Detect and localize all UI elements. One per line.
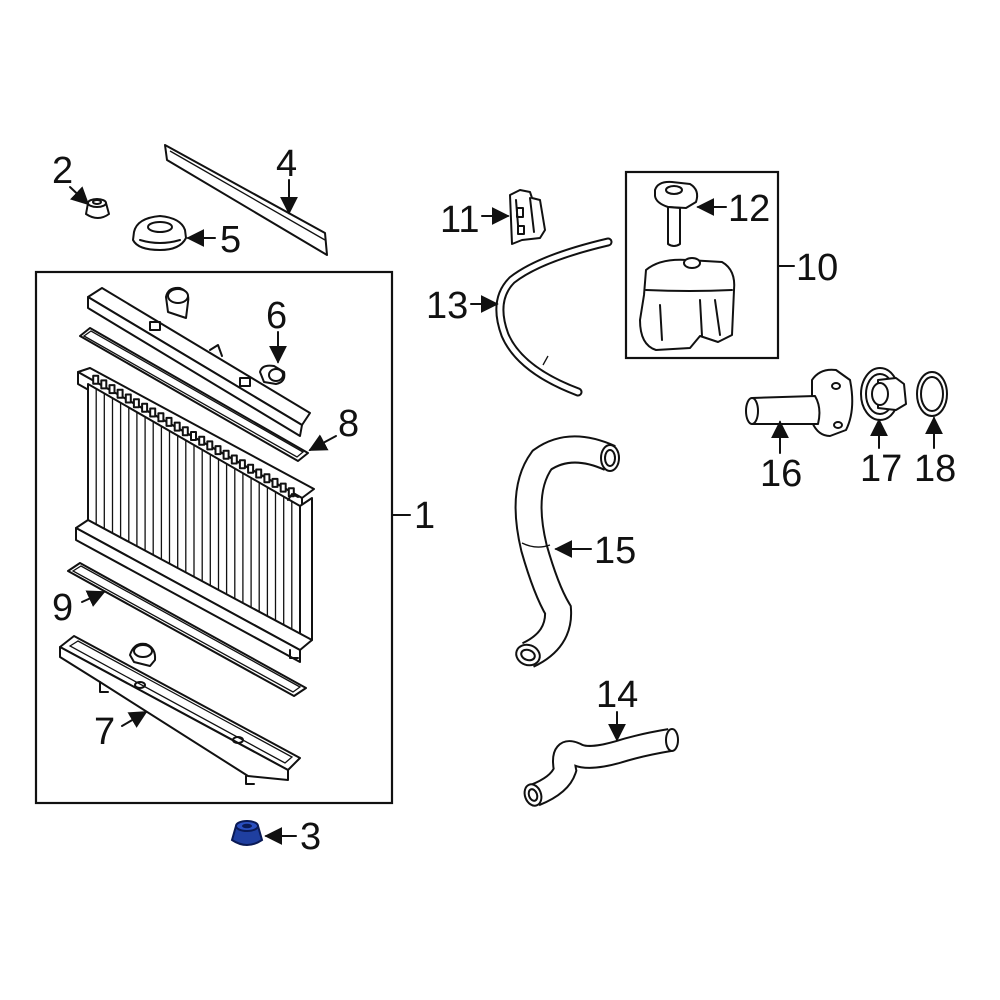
reservoir-tank[interactable]: [639, 257, 736, 351]
header-tab: [214, 445, 222, 456]
part-5-radiator-cap[interactable]: [132, 215, 187, 251]
header-tab: [271, 477, 279, 488]
callout-10: 10: [796, 247, 838, 289]
leader-2: [69, 186, 90, 206]
header-tab: [181, 426, 189, 437]
part-14-lower-hose[interactable]: [522, 728, 679, 808]
leader-7: [121, 711, 148, 728]
header-tab: [255, 468, 263, 479]
header-tab: [238, 459, 246, 470]
part-6-upper-tank[interactable]: [87, 286, 311, 437]
header-tab: [198, 435, 206, 446]
header-tab: [173, 421, 181, 432]
header-tab: [206, 440, 214, 451]
callout-15: 15: [594, 530, 636, 572]
callout-17: 17: [860, 448, 902, 490]
callout-7: 7: [94, 711, 115, 753]
part-3-mount-bushing[interactable]: [230, 820, 264, 846]
part-13-overflow-hose[interactable]: [495, 237, 613, 397]
part-15-upper-hose[interactable]: [513, 435, 620, 669]
part-12-reservoir-cap[interactable]: [654, 180, 699, 247]
callout-4: 4: [276, 143, 297, 185]
leader-9: [81, 590, 106, 607]
callout-14: 14: [596, 674, 638, 716]
callout-6: 6: [266, 295, 287, 337]
callout-9: 9: [52, 587, 73, 629]
part-2-nut[interactable]: [85, 198, 110, 219]
radiator-assembly-box: [34, 270, 394, 805]
callout-2: 2: [52, 150, 73, 192]
header-tab: [222, 449, 230, 460]
callout-12: 12: [728, 188, 770, 230]
header-tab: [108, 384, 116, 395]
header-tab: [100, 379, 108, 390]
callout-13: 13: [426, 285, 468, 327]
part-17-thermostat[interactable]: [860, 367, 907, 421]
header-tab: [116, 388, 124, 399]
callout-5: 5: [220, 219, 241, 261]
header-tab: [141, 402, 149, 413]
callout-8: 8: [338, 403, 359, 445]
header-tab: [92, 374, 100, 385]
callout-labels: 2 4 5 6 8 1 9 7 3 11 12 10 13 15 14 16 1…: [52, 143, 956, 858]
header-tab: [263, 473, 271, 484]
header-tab: [132, 398, 140, 409]
callout-18: 18: [914, 448, 956, 490]
part-4-seal-strip[interactable]: [164, 144, 328, 256]
header-tab: [157, 412, 165, 423]
header-tab: [279, 482, 287, 493]
callout-16: 16: [760, 453, 802, 495]
callout-3: 3: [300, 816, 321, 858]
part-1-radiator-core[interactable]: [75, 367, 315, 663]
header-tab: [230, 454, 238, 465]
part-8-upper-gasket[interactable]: [79, 327, 309, 462]
header-tab: [190, 431, 197, 441]
part-7-lower-tank[interactable]: [59, 635, 301, 785]
leader-8: [308, 434, 337, 451]
header-tab: [247, 463, 255, 474]
leader-lines: [69, 179, 943, 845]
callout-11: 11: [440, 199, 479, 241]
header-tab: [149, 407, 157, 418]
part-16-water-inlet[interactable]: [745, 368, 854, 437]
part-18-gasket-ring[interactable]: [916, 371, 948, 417]
header-tab: [124, 393, 132, 404]
part-9-lower-gasket[interactable]: [67, 562, 307, 697]
callout-1: 1: [414, 495, 435, 537]
part-11-bracket[interactable]: [509, 189, 546, 245]
header-tab: [165, 416, 173, 427]
